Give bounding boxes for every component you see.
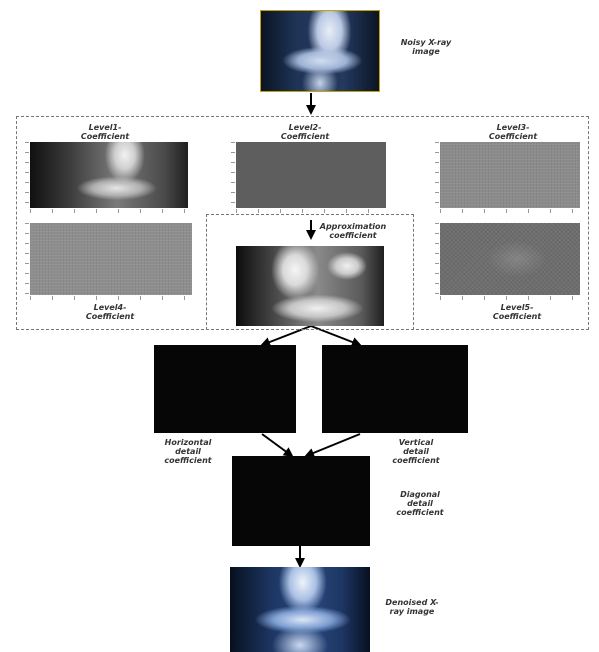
level1-coefficient-plot <box>30 142 188 208</box>
noisy-xray-label: Noisy X-ray image <box>398 38 454 56</box>
approximation-coefficient-image <box>236 246 384 326</box>
horizontal-detail-label: Horizontal detail coefficient <box>158 438 218 465</box>
approximation-label: Approximation coefficient <box>318 222 388 240</box>
denoised-xray-label: Denoised X-ray image <box>384 598 440 616</box>
level4-coefficient-plot <box>30 223 192 295</box>
level5-coefficient-plot <box>440 223 580 295</box>
diagonal-detail-image <box>232 456 370 546</box>
level1-label: Level1- Coefficient <box>70 123 140 141</box>
level5-label: Level5- Coefficient <box>480 303 554 321</box>
level3-coefficient-plot <box>440 142 580 208</box>
level2-label: Level2- Coefficient <box>270 123 340 141</box>
horizontal-detail-image <box>154 345 296 433</box>
denoised-xray-image <box>230 567 370 652</box>
arrow-horizontal-to-diagonal <box>262 434 292 456</box>
level2-coefficient-plot <box>236 142 386 208</box>
diagonal-detail-label: Diagonal detail coefficient <box>390 490 450 517</box>
level3-label: Level3- Coefficient <box>478 123 548 141</box>
noisy-xray-image <box>260 10 380 92</box>
arrow-vertical-to-diagonal <box>306 434 360 456</box>
vertical-detail-image <box>322 345 468 433</box>
level4-label: Level4- Coefficient <box>72 303 148 321</box>
vertical-detail-label: Vertical detail coefficient <box>386 438 446 465</box>
